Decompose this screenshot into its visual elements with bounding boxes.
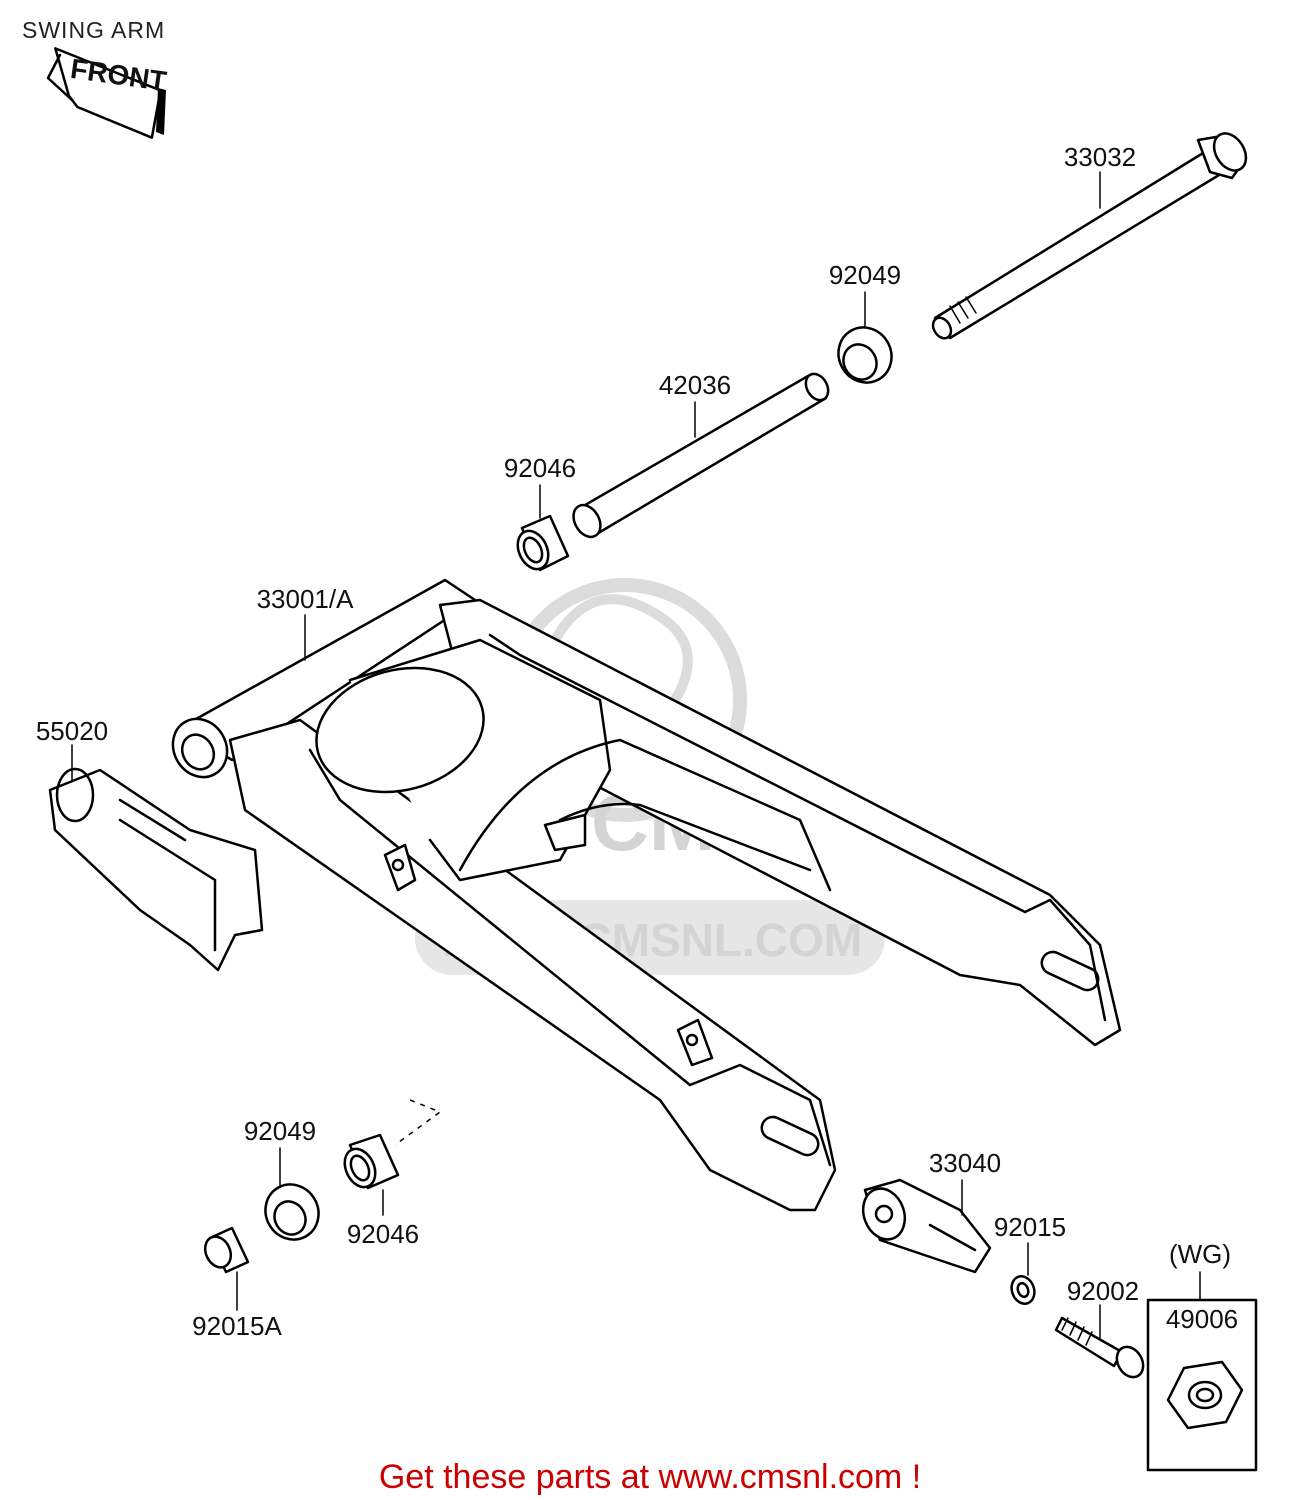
oil-seal-bottom: [264, 1183, 320, 1241]
small-nut: [1010, 1275, 1036, 1305]
footer-link[interactable]: Get these parts at www.cmsnl.com !: [379, 1458, 921, 1496]
part-92015a: 92015A: [192, 1311, 282, 1341]
variant-label: (WG): [1169, 1239, 1231, 1269]
part-92049-bottom: 92049: [244, 1116, 316, 1146]
hex-nut: [1166, 1360, 1244, 1430]
part-33040: 33040: [929, 1148, 1001, 1178]
sleeve: [572, 372, 830, 539]
part-92002: 92002: [1067, 1276, 1139, 1306]
part-92015: 92015: [994, 1212, 1066, 1242]
variant-box: [1146, 1298, 1258, 1472]
part-55020: 55020: [36, 716, 108, 746]
swing-arm-body: [171, 578, 1122, 1212]
part-49006: 49006: [1166, 1304, 1238, 1334]
part-42036: 42036: [659, 370, 731, 400]
chain-guard: [48, 767, 264, 972]
part-92049-top: 92049: [829, 260, 901, 290]
needle-bearing-top: [516, 514, 570, 572]
pivot-shaft: [931, 132, 1248, 340]
adjuster-bolt: [1054, 1316, 1145, 1379]
part-92046-top: 92046: [504, 453, 576, 483]
part-33032: 33032: [1064, 142, 1136, 172]
part-92046-bottom: 92046: [347, 1219, 419, 1249]
needle-bearing-bottom: [343, 1133, 400, 1190]
chain-adjuster: [861, 1178, 992, 1274]
part-33001a: 33001/A: [257, 584, 355, 614]
collar: [203, 1226, 250, 1274]
assembly-line: [394, 1099, 442, 1146]
front-arrow: FRONT: [46, 47, 168, 139]
oil-seal-top: [837, 326, 893, 384]
diagram-title: SWING ARM: [22, 17, 165, 43]
